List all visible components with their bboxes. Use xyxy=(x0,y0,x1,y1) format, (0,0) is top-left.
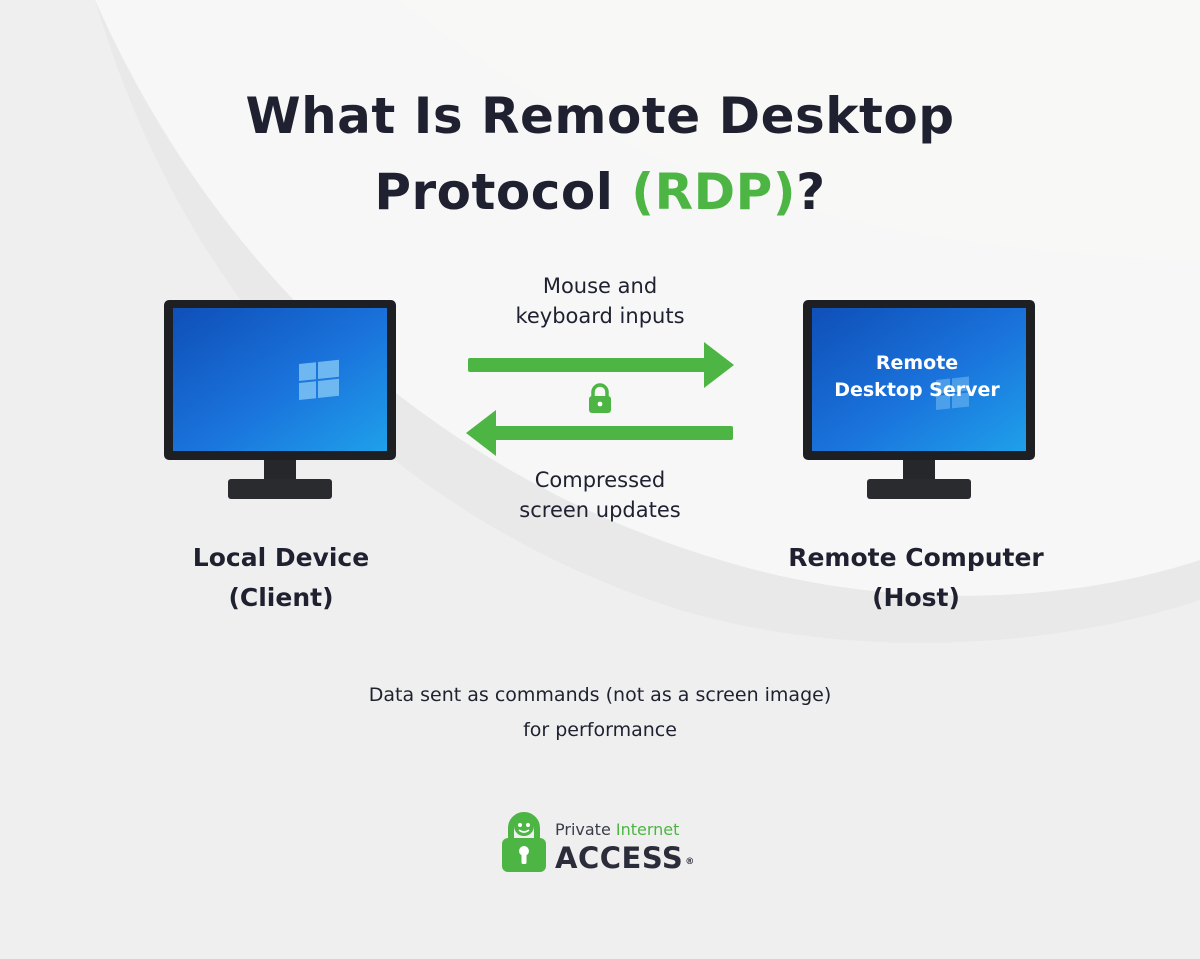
host-monitor: Remote Desktop Server xyxy=(801,298,1037,502)
host-screen-line-1: Remote xyxy=(875,352,959,374)
host-label-line-2: (Host) xyxy=(872,583,960,612)
page-title: What Is Remote Desktop Protocol (RDP)? xyxy=(0,78,1200,230)
input-flow-label-line-1: Mouse and xyxy=(542,274,658,298)
update-flow-label-line-2: screen updates xyxy=(519,498,681,522)
input-flow-label: Mouse and keyboard inputs xyxy=(450,271,750,331)
host-label-line-1: Remote Computer xyxy=(788,543,1044,572)
performance-note-line-2: for performance xyxy=(523,719,677,741)
pia-logo: Private Internet ACCESS® xyxy=(500,810,720,880)
lock-icon xyxy=(589,383,611,413)
client-label-line-2: (Client) xyxy=(228,583,334,612)
host-screen-text: Remote Desktop Server xyxy=(801,350,1033,404)
logo-text-access: ACCESS® xyxy=(555,841,695,875)
host-screen-line-2: Desktop Server xyxy=(834,379,1000,401)
title-line-2: Protocol (RDP)? xyxy=(0,154,1200,230)
host-label: Remote Computer (Host) xyxy=(746,538,1086,618)
logo-text-access-word: ACCESS xyxy=(555,841,684,875)
logo-text-internet: Internet xyxy=(615,820,680,839)
logo-text-top: Private Internet xyxy=(555,820,679,840)
title-line-2-prefix: Protocol xyxy=(374,163,632,221)
performance-note: Data sent as commands (not as a screen i… xyxy=(300,678,900,748)
left-arrow xyxy=(466,410,733,456)
flow-arrows xyxy=(466,342,734,456)
client-label: Local Device (Client) xyxy=(111,538,451,618)
title-line-1: What Is Remote Desktop xyxy=(245,87,955,145)
logo-text-private: Private xyxy=(555,820,616,839)
windows-logo-icon xyxy=(299,359,339,400)
input-flow-label-line-2: keyboard inputs xyxy=(515,304,685,328)
performance-note-line-1: Data sent as commands (not as a screen i… xyxy=(368,684,832,706)
title-accent: (RDP) xyxy=(631,163,797,221)
client-label-line-1: Local Device xyxy=(192,543,370,572)
right-arrow xyxy=(468,342,734,388)
update-flow-label-line-1: Compressed xyxy=(534,468,666,492)
client-monitor xyxy=(162,298,398,502)
logo-registered-mark: ® xyxy=(685,857,695,867)
update-flow-label: Compressed screen updates xyxy=(450,465,750,525)
windows-logo-icon xyxy=(936,376,969,410)
title-line-2-suffix: ? xyxy=(796,163,826,221)
pia-padlock-robot-icon xyxy=(502,812,546,872)
